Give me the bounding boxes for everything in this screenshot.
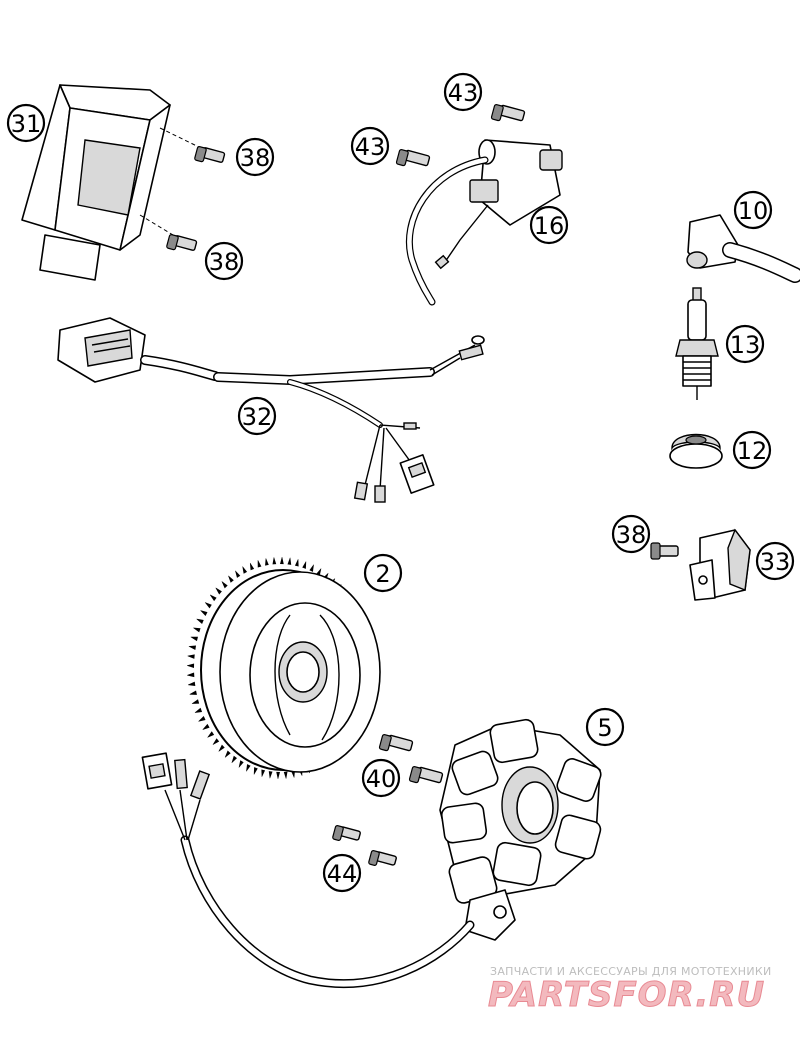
gear-tooth (253, 767, 258, 775)
ecu-box-part (21, 84, 206, 281)
bolt-38-lower (166, 234, 198, 251)
callout-13: 13 (725, 324, 765, 364)
gear-tooth (198, 716, 206, 722)
callout-2: 2 (363, 553, 403, 593)
svg-text:33: 33 (760, 548, 791, 576)
gear-tooth (283, 771, 288, 779)
svg-text:40: 40 (366, 765, 397, 793)
gear-tooth (187, 654, 195, 659)
gear-tooth (189, 690, 197, 695)
stator-part (439, 718, 602, 941)
callout-16: 16 (529, 205, 569, 245)
gear-tooth (200, 610, 208, 616)
gear-tooth (218, 744, 225, 752)
gear-tooth (242, 566, 248, 574)
svg-text:12: 12 (737, 437, 768, 465)
gear-tooth (188, 681, 196, 687)
svg-text:16: 16 (534, 212, 565, 240)
gear-tooth (309, 564, 314, 572)
gear-tooth (202, 723, 210, 730)
svg-text:32: 32 (242, 403, 273, 431)
svg-text:38: 38 (209, 248, 240, 276)
svg-text:43: 43 (355, 133, 386, 161)
svg-text:38: 38 (240, 144, 271, 172)
svg-text:44: 44 (327, 860, 358, 888)
bolt-44-upper (332, 825, 361, 841)
spark-plug-cap-part (686, 214, 800, 283)
gear-tooth (221, 581, 228, 589)
svg-text:43: 43 (448, 79, 479, 107)
bolt-44-lower (368, 850, 397, 866)
wiring-harness-part (57, 317, 485, 503)
gear-tooth (187, 663, 195, 668)
bolt-43-upper (490, 104, 526, 122)
gear-tooth (228, 575, 234, 583)
callout-44: 44 (322, 853, 362, 893)
gear-tooth (224, 750, 231, 758)
bolt-38-upper (194, 146, 226, 163)
gear-tooth (207, 731, 215, 738)
svg-text:38: 38 (616, 521, 647, 549)
gear-tooth (294, 559, 299, 567)
svg-text:2: 2 (375, 560, 390, 588)
callout-38-upper: 38 (235, 137, 275, 177)
callout-12: 12 (732, 430, 772, 470)
gear-tooth (235, 570, 241, 578)
gear-tooth (212, 738, 220, 745)
gear-tooth (187, 672, 195, 678)
svg-text:31: 31 (11, 110, 42, 138)
svg-text:10: 10 (738, 197, 769, 225)
callout-43-upper: 43 (443, 72, 483, 112)
bolt-40-upper (378, 734, 414, 752)
callout-38-lower: 38 (204, 241, 244, 281)
stator-cable (141, 752, 475, 989)
gear-tooth (268, 771, 273, 779)
gear-tooth (257, 560, 262, 568)
callout-10: 10 (733, 190, 773, 230)
callout-5: 5 (585, 707, 625, 747)
gear-tooth (231, 755, 237, 763)
callout-32: 32 (237, 396, 277, 436)
flywheel-part (187, 557, 381, 779)
gear-tooth (261, 769, 266, 777)
bolt-38-bracket (650, 542, 679, 560)
gear-tooth (188, 645, 197, 650)
gear-tooth (249, 562, 255, 571)
callout-31: 31 (6, 103, 46, 143)
gear-tooth (280, 557, 284, 565)
watermark-logo: PARTSFOR.RU (487, 975, 766, 1016)
callout-38-bracket: 38 (611, 514, 651, 554)
grommet-part (669, 433, 723, 469)
gear-tooth (276, 771, 280, 779)
gear-tooth (246, 764, 251, 772)
gear-tooth (191, 699, 200, 704)
gear-tooth (194, 707, 203, 713)
gear-tooth (196, 618, 204, 625)
spark-plug-part (675, 287, 719, 400)
watermark-tagline: ЗАПЧАСТИ И АКСЕССУАРЫ ДЛЯ МОТОТЕХНИКИ (490, 965, 772, 978)
bolt-40-lower (408, 766, 444, 784)
gear-tooth (193, 627, 201, 633)
callout-43-lower: 43 (350, 126, 390, 166)
gear-tooth (302, 561, 307, 569)
callout-40: 40 (361, 758, 401, 798)
gear-tooth (209, 594, 217, 602)
gear-tooth (272, 557, 277, 565)
bolt-43-lower (395, 149, 431, 167)
gear-tooth (190, 636, 198, 642)
ignition-coil-part (405, 139, 563, 306)
svg-text:5: 5 (597, 714, 612, 742)
bracket-part (689, 528, 751, 601)
gear-tooth (238, 760, 244, 768)
gear-tooth (204, 602, 212, 609)
svg-text:13: 13 (730, 331, 761, 359)
gear-tooth (265, 558, 269, 566)
callout-33: 33 (755, 541, 795, 581)
gear-tooth (215, 587, 222, 595)
gear-tooth (287, 557, 292, 565)
